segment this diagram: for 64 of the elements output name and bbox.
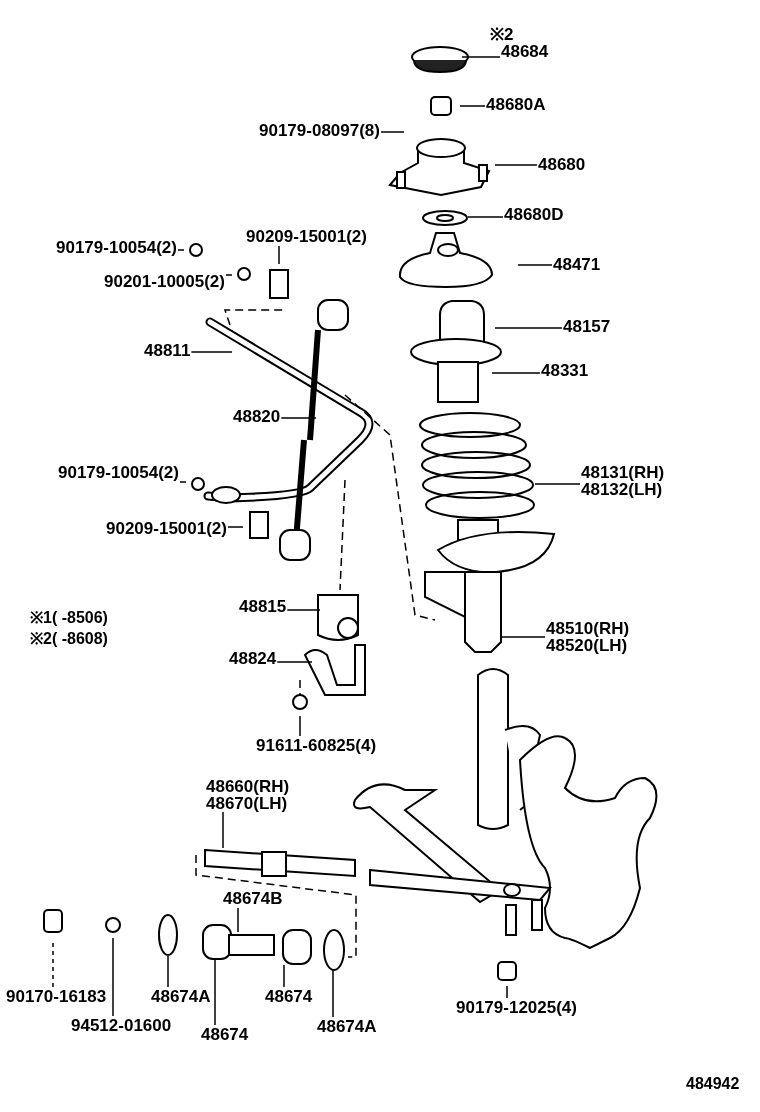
note-mark: ※2 (490, 24, 514, 45)
part-number: 90209-15001(2) (246, 227, 367, 246)
part-number: 48670(LH) (206, 795, 288, 812)
leader-line (459, 105, 486, 107)
part-number: 48674 (265, 987, 313, 1006)
part-number: 48680A (486, 95, 546, 114)
part-number: 48520(LH) (546, 637, 628, 654)
leader-line (534, 483, 581, 485)
leader-line (179, 481, 187, 483)
leader-line (112, 937, 114, 1017)
part-number: 48811 (144, 341, 191, 360)
leader-line (214, 959, 216, 1026)
leader-line (225, 274, 233, 276)
part-number: 90179-08097(8) (259, 121, 380, 140)
leader-line (499, 636, 546, 638)
leader-line (494, 327, 563, 329)
part-number: 48674B (223, 889, 283, 908)
leader-line (177, 249, 185, 251)
part-number: 48157 (563, 317, 611, 336)
leader-line (222, 811, 224, 849)
leader-line (517, 264, 553, 266)
leader-line (286, 609, 321, 611)
part-number: 48132(LH) (581, 481, 663, 498)
leader-line (190, 351, 233, 353)
part-number: 48684 (501, 42, 549, 61)
part-number: 48680 (538, 155, 586, 174)
leader-line (299, 715, 301, 737)
part-number: 48815 (239, 597, 287, 616)
part-number: 48331 (541, 361, 589, 380)
part-number: 48824 (229, 649, 277, 668)
leader-line (167, 955, 169, 988)
part-number: 90179-10054(2) (56, 238, 177, 257)
leader-line (461, 56, 501, 58)
part-number: 90170-16183 (6, 987, 107, 1006)
part-number: 48680D (504, 205, 564, 224)
part-number: 48510(RH) (546, 620, 630, 637)
part-number: 48471 (553, 255, 601, 274)
part-number: 94512-01600 (71, 1016, 172, 1035)
part-number: 48131(RH) (581, 464, 665, 481)
part-number: 90179-12025(4) (456, 998, 577, 1017)
leader-line (280, 417, 317, 419)
leader-line (332, 969, 334, 1018)
part-number: 48674A (317, 1017, 377, 1036)
part-number: 90201-10005(2) (104, 272, 225, 291)
leader-line (278, 245, 280, 265)
part-number: 48674A (151, 987, 211, 1006)
part-number: 48674 (201, 1025, 249, 1044)
part-number: 90179-10054(2) (58, 463, 179, 482)
part-number: 90209-15001(2) (106, 519, 227, 538)
leader-line (380, 131, 405, 133)
leader-line (227, 526, 244, 528)
drawing-number: 484942 (686, 1075, 740, 1093)
note-text: ※1( -8506) (30, 608, 108, 628)
part-number: 91611-60825(4) (256, 736, 377, 755)
leader-line (491, 372, 541, 374)
leader-line (467, 216, 504, 218)
leader-line (276, 661, 313, 663)
note-text: ※2( -8608) (30, 629, 108, 649)
leader-line (237, 907, 239, 933)
part-number: 48660(RH) (206, 778, 290, 795)
leader-line (494, 164, 538, 166)
leader-line (506, 985, 508, 999)
leader-line (283, 964, 285, 988)
part-number: 48820 (233, 407, 281, 426)
